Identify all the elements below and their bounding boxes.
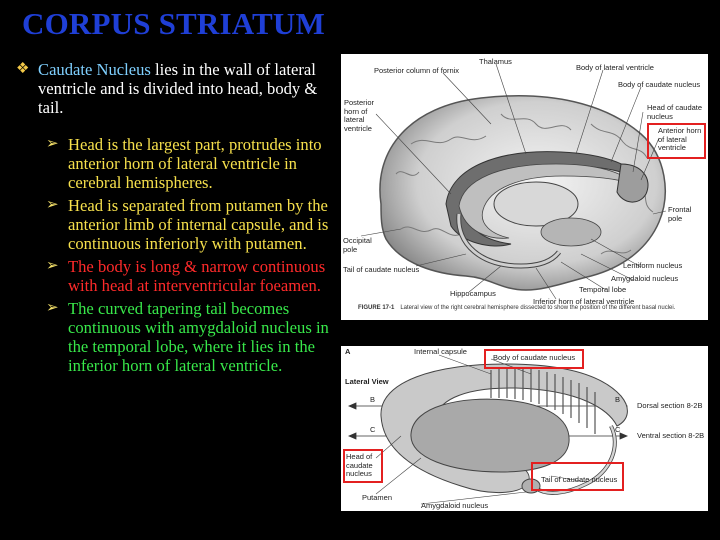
arrow-bullet-icon: ➢ (46, 258, 59, 274)
label-tail-caudate: Tail of caudate nucleus (343, 265, 420, 274)
point-body: ➢ The body is long & narrow continuous w… (46, 257, 326, 295)
intro-lead: Caudate Nucleus (38, 60, 151, 79)
label-lentiform: Lentiform nucleus (623, 261, 683, 270)
point-head-separated: ➢ Head is separated from putamen by the … (46, 196, 329, 253)
label-thalamus: Thalamus (479, 57, 512, 66)
label-putamen: Putamen (362, 493, 393, 502)
label-body-caudate: Body of caudate nucleus (618, 80, 701, 89)
label-lateral-view: Lateral View (345, 377, 389, 386)
sub-points: ➢ Head is the largest part, protrudes in… (16, 135, 338, 375)
label-tail-caudate-2: Tail of caudate nucleus (541, 475, 618, 484)
intro-text: lies in the wall of lateral ventricle an… (38, 60, 318, 117)
label-b-right: B (615, 395, 621, 404)
label-anterior-horn: Anterior horn of lateral ventricle (658, 126, 702, 152)
highlight-head-caudate (343, 449, 383, 483)
label-internal-capsule: Internal capsule (414, 347, 467, 356)
label-panel-letter: A (345, 347, 351, 356)
label-posterior-horn: Posterior horn of lateral ventricle (344, 98, 375, 133)
label-c-left: C (370, 425, 376, 434)
label-temporal-lobe: Temporal lobe (579, 285, 627, 294)
label-posterior-column-fornix: Posterior column of fornix (374, 66, 460, 75)
highlight-tail-caudate (531, 462, 624, 491)
point-head-largest: ➢ Head is the largest part, protrudes in… (46, 135, 322, 192)
figure1-number: FIGURE 17-1 (358, 305, 395, 311)
brain-lateral-figure: Posterior column of fornix Thalamus Body… (341, 54, 708, 320)
intro-bullet: ❖ Caudate Nucleus lies in the wall of la… (16, 60, 338, 117)
diamond-bullet-icon: ❖ (16, 61, 30, 77)
slide-title: CORPUS STRIATUM (22, 6, 325, 41)
arrow-bullet-icon: ➢ (46, 197, 59, 213)
label-ventral-section: Ventral section 8-2B (637, 431, 705, 440)
label-body-caudate-2: Body of caudate nucleus (493, 353, 576, 362)
label-head-caudate: Head of caudate nucleus (647, 103, 703, 121)
label-head-caudate-2: Head of caudate nucleus (346, 452, 373, 478)
label-b-left: B (370, 395, 376, 404)
caudate-lateral-figure: A Lateral View Internal capsule Body of … (341, 346, 708, 511)
caudate-illustration (347, 354, 629, 505)
point-tail: ➢ The curved tapering tail becomes conti… (46, 299, 329, 375)
label-hippocampus: Hippocampus (450, 289, 496, 298)
arrow-bullet-icon: ➢ (46, 136, 59, 152)
text-column: ❖ Caudate Nucleus lies in the wall of la… (16, 60, 338, 379)
label-c-right: C (615, 425, 621, 434)
brain-illustration (360, 63, 667, 300)
highlight-anterior-horn (647, 123, 706, 159)
label-frontal-pole: Frontal pole (668, 205, 692, 223)
label-body-lateral-ventricle: Body of lateral ventricle (576, 63, 654, 72)
label-dorsal-section: Dorsal section 8-2B (637, 401, 703, 410)
highlight-body-caudate (484, 349, 584, 369)
label-amygdaloid-2: Amygdaloid nucleus (421, 501, 489, 510)
arrow-bullet-icon: ➢ (46, 300, 59, 316)
label-inferior-horn: Inferior horn of lateral ventricle (533, 297, 635, 306)
label-occipital-pole: Occipital pole (343, 236, 372, 254)
label-amygdaloid: Amygdaloid nucleus (611, 274, 679, 283)
